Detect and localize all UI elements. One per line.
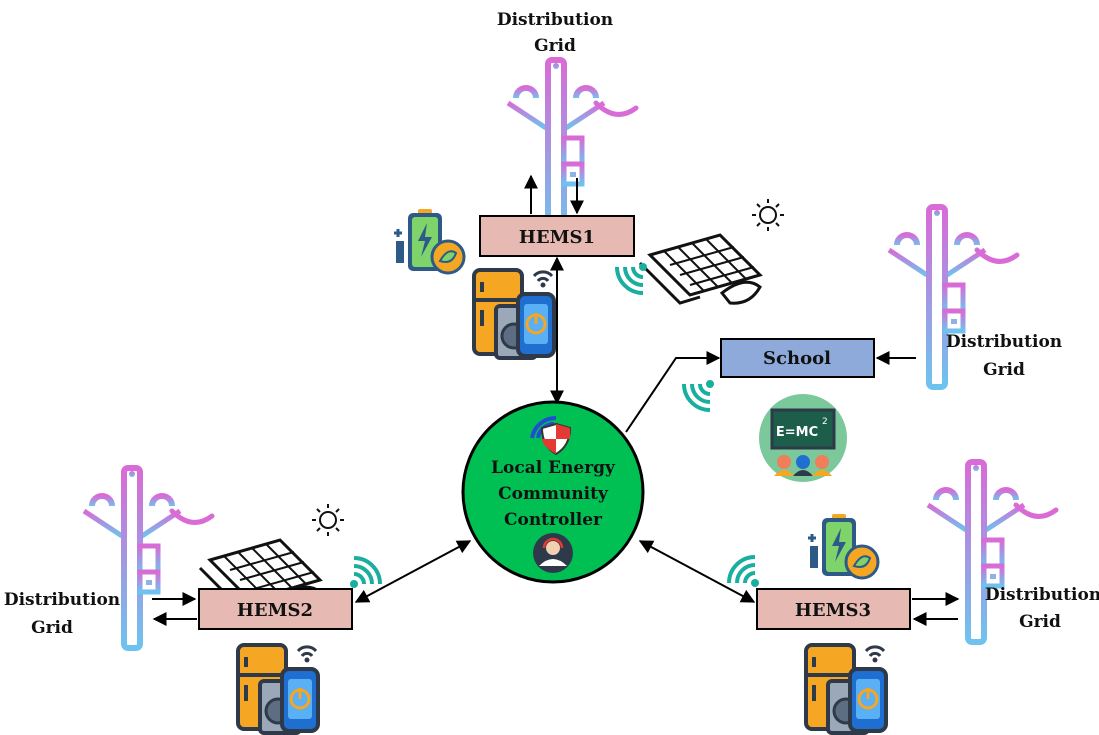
hems3-label: HEMS3 [795,600,871,621]
controller-label-line2: Community [498,484,609,504]
shield-icon [530,415,572,456]
classroom-icon: E=MC 2 [759,394,847,482]
battery-icon [806,512,880,580]
formula-text: E=MC [776,425,818,440]
appliances-icon [236,643,320,735]
grid-right-label-line1: Distribution [946,332,1062,352]
grid-top-label-line1: Distribution [497,10,613,30]
link-controller-school [625,351,721,433]
formula-exponent: 2 [822,417,828,427]
hems2-box[interactable] [198,588,353,630]
hems1-label: HEMS1 [519,227,595,248]
operator-icon [533,533,573,573]
solar-panel-icon [638,197,786,305]
appliances-icon [804,643,888,735]
grid-top-label-line2: Grid [534,36,576,56]
utility-pole-icon [82,468,212,648]
appliances-icon [472,268,556,360]
grid-left-label-line2: Grid [31,618,73,638]
hems3-box[interactable] [756,588,911,630]
link-hems3-controller [638,540,756,603]
hems1-box[interactable] [479,215,635,257]
grid-left-label-line1: Distribution [4,590,120,610]
wifi-signal-icon [348,556,382,590]
controller-label-line1: Local Energy [491,458,616,478]
hems2-label: HEMS2 [237,600,313,621]
school-box[interactable] [720,338,875,378]
wifi-signal-icon [615,261,649,295]
utility-pole-icon [506,60,636,240]
grid-br-label-line1: Distribution [985,585,1099,605]
link-hems2-controller [354,540,472,603]
battery-icon [392,207,466,275]
school-label: School [763,348,831,369]
controller-node[interactable] [461,400,645,584]
grid-br-label-line2: Grid [1019,612,1061,632]
wifi-signal-icon [682,378,716,412]
grid-right-label-line2: Grid [983,360,1025,380]
controller-label-line3: Controller [504,510,603,530]
wifi-signal-icon [727,555,761,589]
